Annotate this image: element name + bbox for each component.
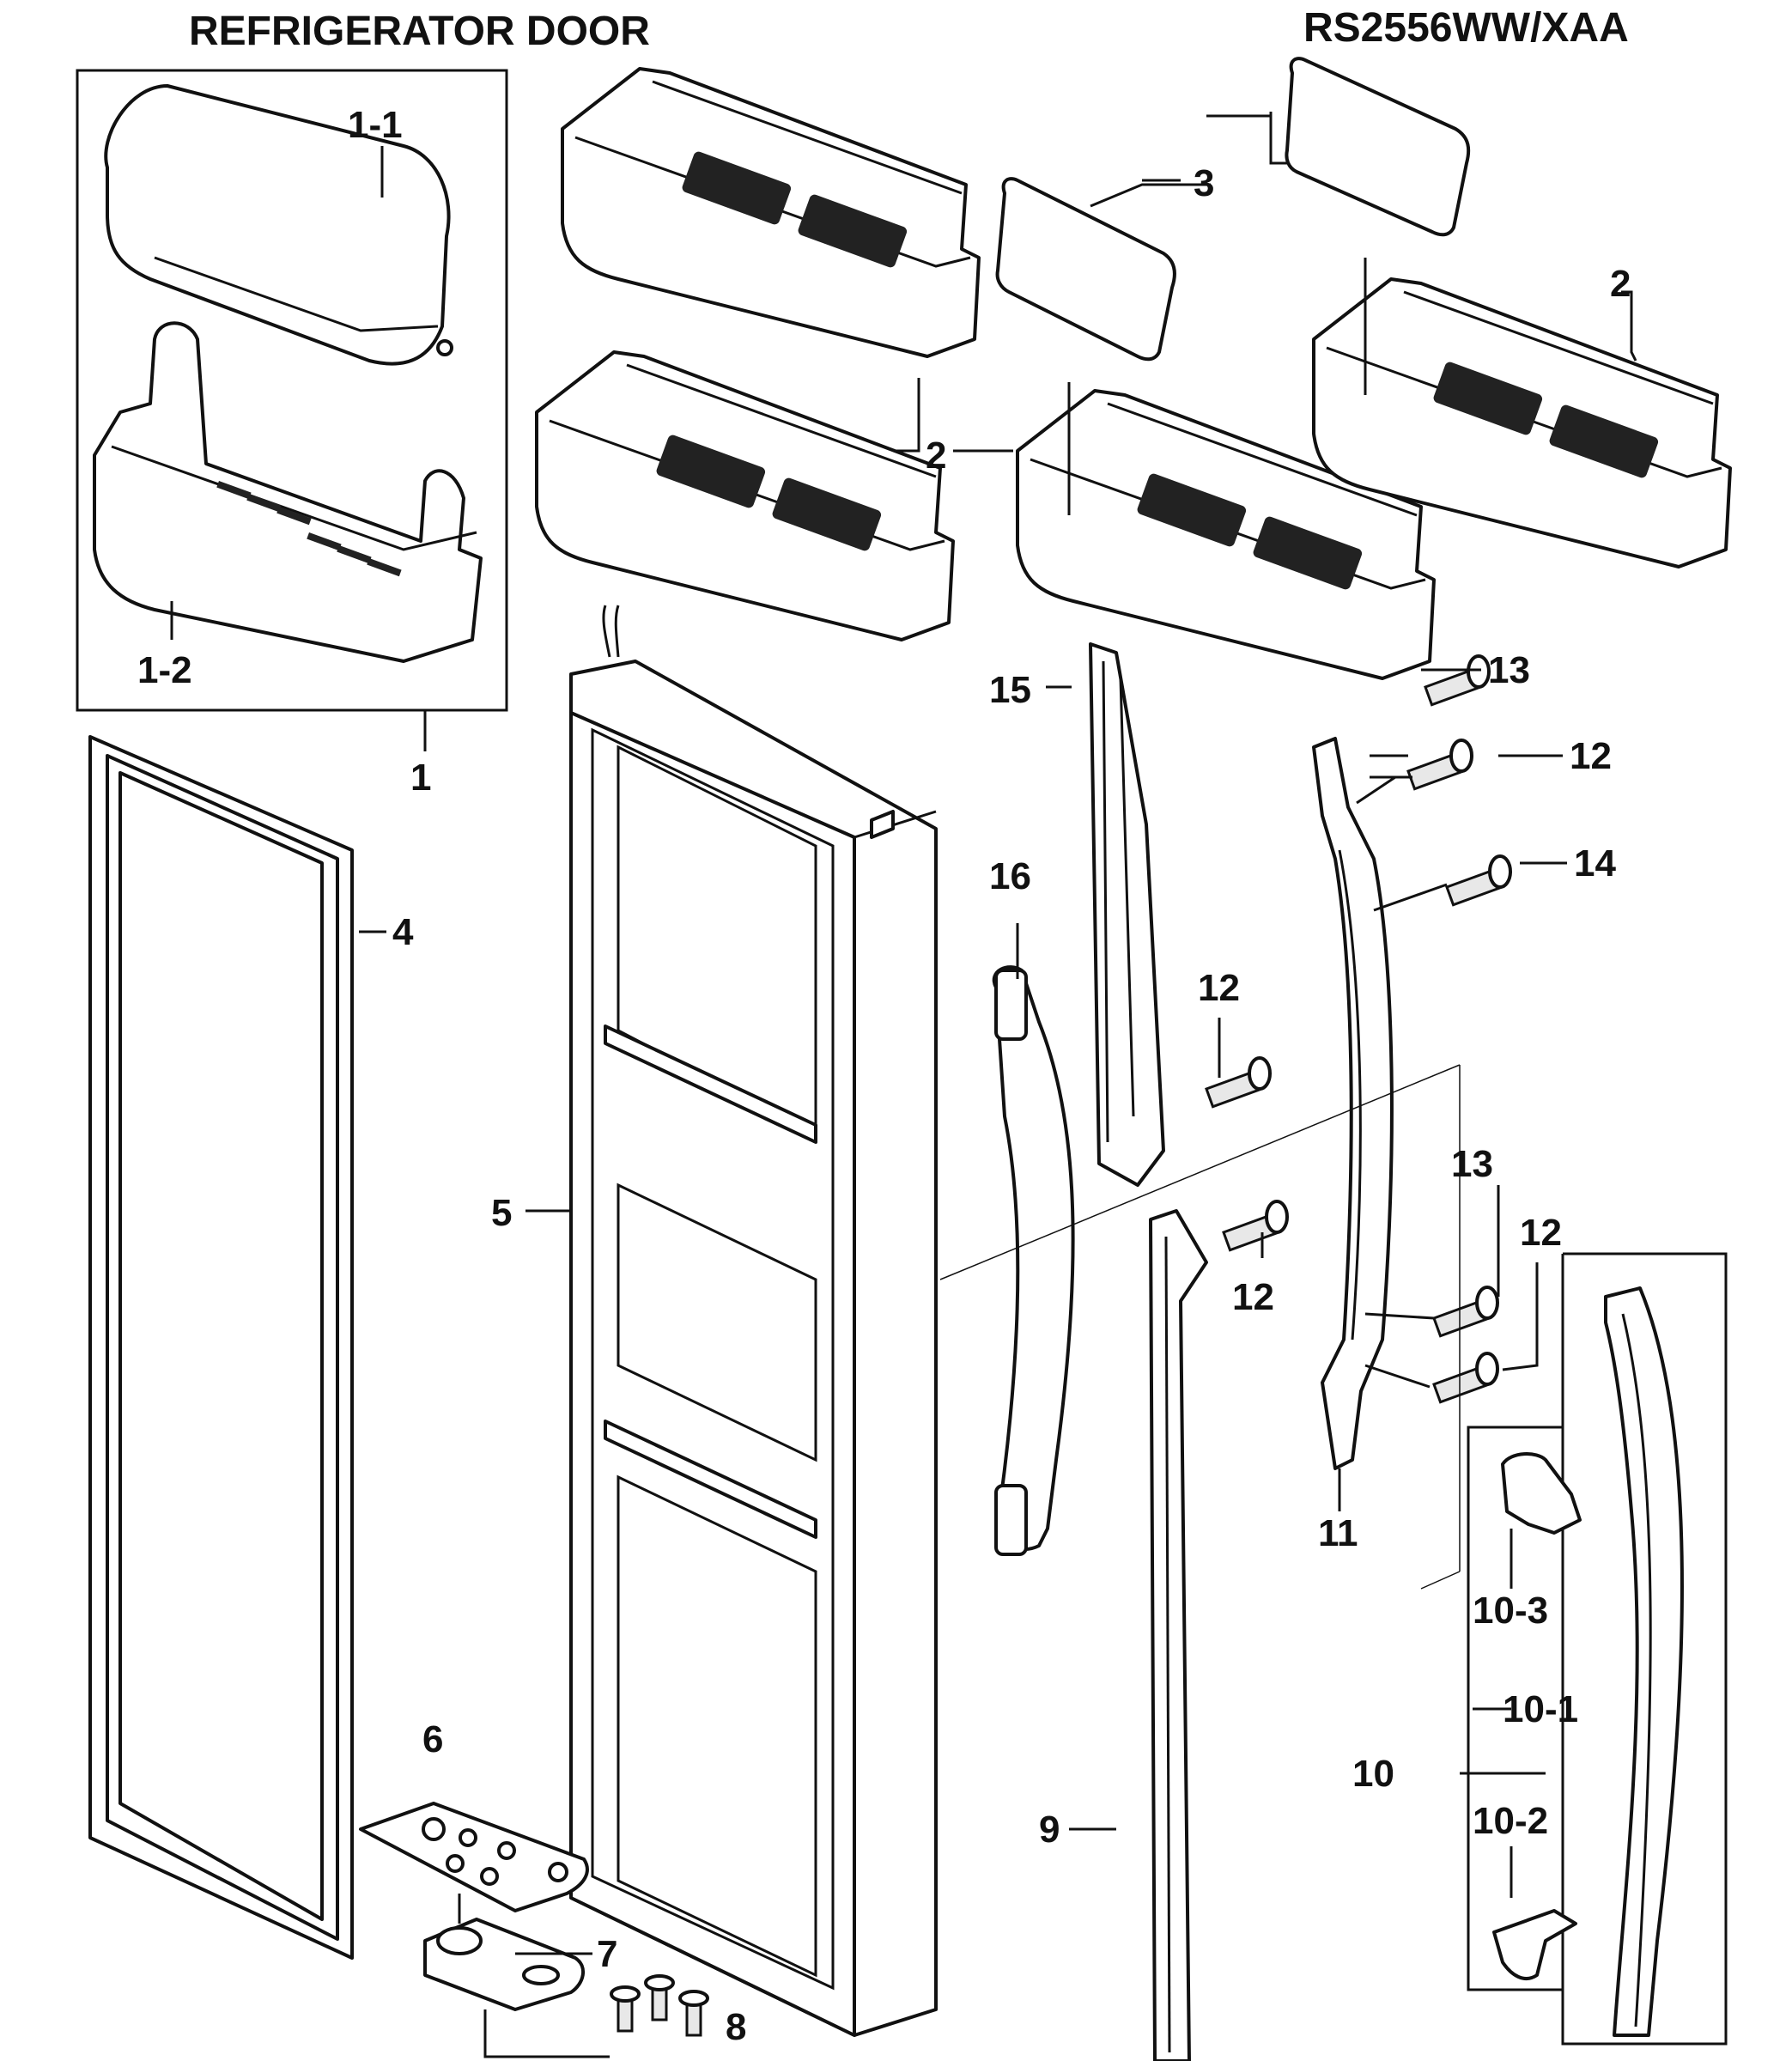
callout-10-3: 10-3 xyxy=(1473,1590,1548,1632)
screw-12-lower xyxy=(1432,1352,1499,1404)
part-10-1-handle-cover xyxy=(1604,1286,1684,2037)
assembly-1-box xyxy=(76,69,508,712)
callout-16: 16 xyxy=(989,855,1031,897)
callout-13-lower: 13 xyxy=(1451,1143,1493,1185)
screw-14 xyxy=(1445,854,1512,907)
callout-12-mid: 12 xyxy=(1232,1276,1274,1318)
callout-10-2: 10-2 xyxy=(1473,1800,1548,1842)
callout-11: 11 xyxy=(1318,1512,1358,1554)
callout-10: 10 xyxy=(1352,1753,1394,1795)
part-4-door-gasket xyxy=(88,735,354,1960)
leader-lines xyxy=(359,112,1637,1955)
callout-4: 4 xyxy=(392,911,414,953)
part-16-handle xyxy=(992,965,1075,1551)
callout-15: 15 xyxy=(989,669,1031,711)
callout-5: 5 xyxy=(491,1192,512,1234)
screw-13-upper xyxy=(1424,654,1491,707)
callout-2-right: 2 xyxy=(1610,263,1631,305)
screw-12-mid xyxy=(1222,1200,1289,1252)
part-10-2-end-cap xyxy=(1492,1909,1577,1980)
callout-13-upper: 13 xyxy=(1488,649,1530,691)
screw-13-lower xyxy=(1432,1286,1499,1338)
part-10-handle-assembly xyxy=(1467,1252,1728,2046)
callout-2-center: 2 xyxy=(926,435,946,477)
callout-7: 7 xyxy=(597,1933,617,1975)
part-1-guard-assembly xyxy=(76,69,508,751)
part-5-door-assembly xyxy=(569,605,938,2037)
callout-9: 9 xyxy=(1039,1809,1060,1851)
callout-12-mid-left: 12 xyxy=(1198,967,1240,1009)
callout-10-1: 10-1 xyxy=(1503,1688,1578,1730)
part-1-1-cover xyxy=(104,84,451,366)
screw-12-mid-left xyxy=(1205,1056,1272,1109)
diagram-title: REFRIGERATOR DOOR xyxy=(189,9,650,54)
part-10-3-end-cap xyxy=(1501,1452,1582,1535)
callout-1: 1 xyxy=(410,757,431,799)
callout-6: 6 xyxy=(422,1718,443,1760)
part-1-2-basket xyxy=(93,321,483,663)
model-number: RS2556WW/XAA xyxy=(1303,5,1629,51)
callout-8: 8 xyxy=(726,2006,746,2048)
callout-14: 14 xyxy=(1574,842,1616,885)
part-11-handle-bracket xyxy=(1312,737,1394,1470)
callout-1-2: 1-2 xyxy=(137,649,192,691)
callout-1-1: 1-1 xyxy=(348,104,403,146)
part-2-bin-top-left xyxy=(561,67,981,358)
part-8-screws xyxy=(610,1974,709,2037)
callout-12-upper-right: 12 xyxy=(1570,735,1612,777)
basket-1-2-slots xyxy=(216,481,402,577)
part-2-bin-mid-left xyxy=(535,350,955,641)
part-2-bin-mid-center xyxy=(1016,389,1436,680)
part-6-hinge-plate xyxy=(359,1802,589,1912)
part-9-trim-strip xyxy=(1149,1209,1208,2061)
part-3-cap-center xyxy=(995,177,1176,362)
callout-12-lower: 12 xyxy=(1520,1212,1562,1254)
part-3-cap-right xyxy=(1285,57,1471,237)
part-2-bin-right xyxy=(1312,277,1732,568)
callout-3: 3 xyxy=(1194,162,1214,204)
screw-12-upper-right xyxy=(1406,739,1473,791)
